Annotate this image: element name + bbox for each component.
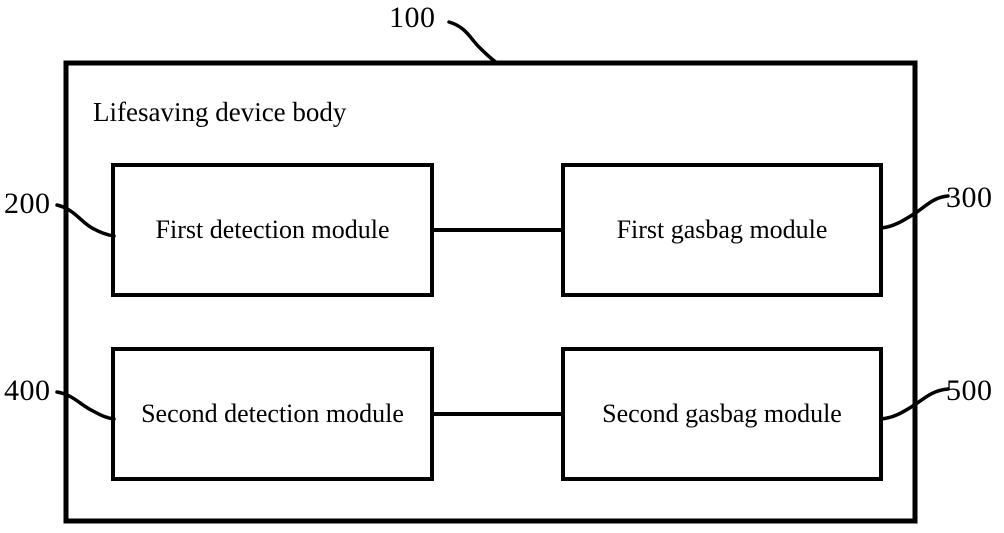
reference-numeral-100: 100 xyxy=(389,1,436,34)
leader-line-300 xyxy=(879,194,950,230)
second-detection-module-label: Second detection module xyxy=(141,399,404,428)
leader-line-400 xyxy=(55,390,116,421)
first-detection-module-label: First detection module xyxy=(155,215,390,244)
lifesaving-device-body-label: Lifesaving device body xyxy=(93,97,347,127)
second-detection-module-label-wrap: Second detection module xyxy=(113,349,432,479)
first-gasbag-module-label: First gasbag module xyxy=(616,215,828,244)
reference-numeral-500: 500 xyxy=(946,374,993,407)
reference-numeral-200: 200 xyxy=(4,187,51,220)
leader-line-100 xyxy=(447,20,499,65)
lifesaving-device-body-outline xyxy=(63,60,918,524)
reference-numeral-400: 400 xyxy=(4,374,51,407)
first-detection-module-label-wrap: First detection module xyxy=(113,165,432,295)
first-gasbag-module-label-wrap: First gasbag module xyxy=(563,165,881,295)
leader-line-500 xyxy=(879,387,950,421)
leader-line-200 xyxy=(55,203,116,238)
second-gasbag-module-label-wrap: Second gasbag module xyxy=(563,349,881,479)
reference-numeral-300: 300 xyxy=(946,181,993,214)
second-gasbag-module-label: Second gasbag module xyxy=(602,399,842,428)
